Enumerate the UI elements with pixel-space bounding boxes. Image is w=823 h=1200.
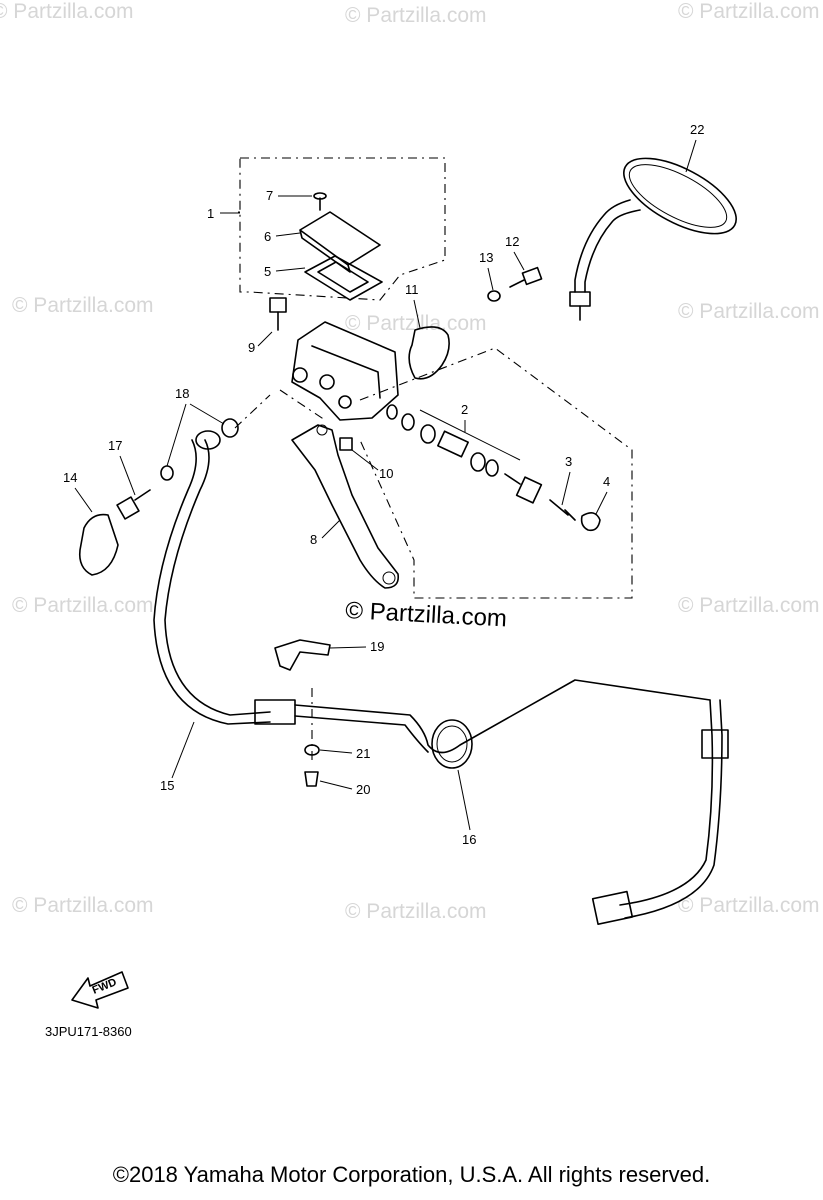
bracket-19: [274, 639, 331, 671]
assembly-link-line: [234, 394, 271, 429]
fwd-arrow-icon: FWD: [71, 971, 129, 1009]
diaphragm-5: [304, 255, 383, 301]
callout-17: 17: [108, 438, 122, 453]
callout-19: 19: [370, 639, 384, 654]
callout-21: 21: [356, 746, 370, 761]
callout-4: 4: [603, 474, 610, 489]
nut-10: [339, 437, 353, 451]
callout-7: 7: [266, 188, 273, 203]
watermark: © Partzilla.com: [345, 900, 487, 923]
callout-10: 10: [379, 466, 393, 481]
assembly-2-outline: [359, 347, 633, 599]
cover-14: [78, 513, 119, 576]
bolt-20: [304, 771, 319, 787]
watermark: © Partzilla.com: [678, 0, 820, 23]
watermark: © Partzilla.com: [345, 4, 487, 27]
callout-12: 12: [505, 234, 519, 249]
gasket-18: [160, 465, 174, 481]
watermark: © Partzilla.com: [678, 594, 820, 617]
callout-15: 15: [160, 778, 174, 793]
callout-13: 13: [479, 250, 493, 265]
watermark: © Partzilla.com: [12, 894, 154, 917]
assembly-link-line: [279, 389, 326, 421]
callout-22: 22: [690, 122, 704, 137]
callout-20: 20: [356, 782, 370, 797]
callout-11: 11: [405, 282, 419, 297]
piston-kit-2: [386, 404, 543, 504]
callouts: 1 2 3 4 5 6 7 8 9 10 11 12 13 14 15 16 1: [63, 122, 704, 847]
callout-8: 8: [310, 532, 317, 547]
watermark-layer: © Partzilla.com © Partzilla.com © Partzi…: [0, 0, 820, 923]
callout-16: 16: [462, 832, 476, 847]
bolt-17: [116, 489, 151, 520]
boot-4: [580, 512, 601, 532]
brake-hose-15: [164, 439, 271, 716]
callout-1: 1: [207, 206, 214, 221]
callout-5: 5: [264, 264, 271, 279]
callout-9: 9: [248, 340, 255, 355]
watermark: © Partzilla.com: [678, 894, 820, 917]
callout-6: 6: [264, 229, 271, 244]
cylinder-port: [292, 367, 308, 383]
diagram-code: 3JPU171-8360: [45, 1024, 132, 1039]
watermark: © Partzilla.com: [678, 300, 820, 323]
clamp-16: [431, 719, 473, 769]
mirror: [569, 157, 737, 321]
nut-21: [304, 744, 320, 756]
copyright-notice: ©2018 Yamaha Motor Corporation, U.S.A. A…: [112, 1162, 711, 1187]
washer-13: [487, 290, 501, 302]
watermark: © Partzilla.com: [12, 594, 154, 617]
callout-18: 18: [175, 386, 189, 401]
callout-2: 2: [461, 402, 468, 417]
push-rod-3: [549, 499, 576, 521]
center-watermark: © Partzilla.com: [345, 597, 508, 632]
bolt-9: [269, 297, 287, 331]
cap-6: [299, 211, 381, 273]
screw-7: [313, 192, 327, 211]
watermark: © Partzilla.com: [0, 0, 134, 23]
gasket-18: [221, 418, 239, 438]
bolt-12: [509, 266, 543, 288]
callout-3: 3: [565, 454, 572, 469]
watermark: © Partzilla.com: [12, 294, 154, 317]
callout-14: 14: [63, 470, 77, 485]
watermark: © Partzilla.com: [345, 312, 487, 335]
master-cylinder: [291, 321, 399, 421]
lever-8: [291, 424, 400, 589]
assembly-1-outline: [239, 157, 446, 301]
holder-11: [408, 326, 450, 380]
